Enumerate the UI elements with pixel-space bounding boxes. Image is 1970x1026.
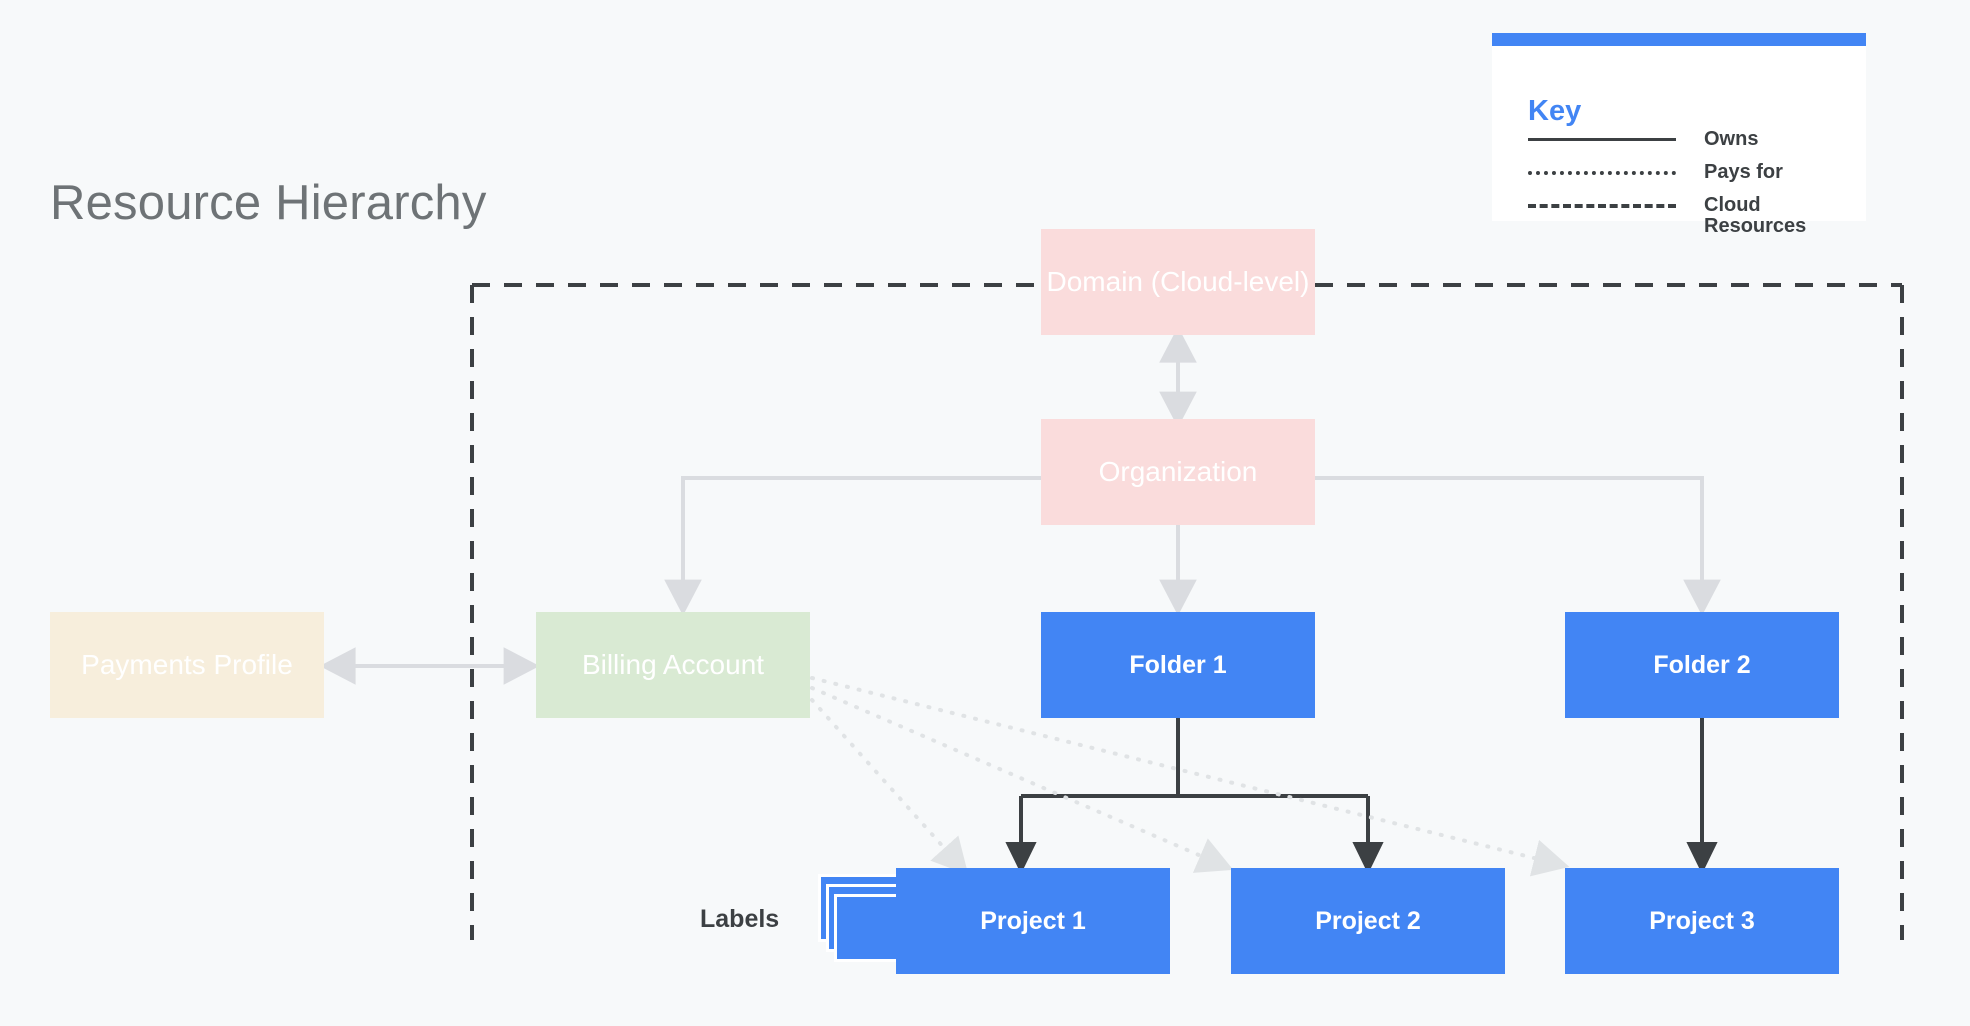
- key-row-owns: Owns: [1528, 129, 1858, 162]
- key-row-cloud-resources: Cloud Resources: [1528, 195, 1858, 237]
- key-rows: Owns Pays for Cloud Resources: [1528, 129, 1858, 237]
- node-organization-label: Organization: [1098, 455, 1258, 487]
- node-project-3[interactable]: Project 3: [1565, 868, 1839, 974]
- key-row-pays-for: Pays for: [1528, 162, 1858, 195]
- key-panel: Key Owns Pays for Cloud Resources: [1492, 33, 1866, 237]
- key-title: Key: [1528, 95, 1582, 127]
- edge-billing-account-project-1: [810, 698, 969, 875]
- edge-organization-folder-2: [1315, 476, 1721, 616]
- node-domain[interactable]: Domain (Cloud-level): [1041, 229, 1315, 335]
- node-project-3-label: Project 3: [1649, 906, 1755, 935]
- node-project-1[interactable]: Project 1: [896, 868, 1170, 974]
- node-organization[interactable]: Organization: [1041, 419, 1315, 525]
- dashed-line-icon: [1528, 195, 1676, 217]
- node-payments-profile-label: Payments Profile: [81, 648, 293, 680]
- key-label-pays-for: Pays for: [1704, 161, 1783, 183]
- edge-folder-1-projects: [1005, 718, 1384, 874]
- key-accent-bar: [1492, 33, 1866, 46]
- node-folder-1[interactable]: Folder 1: [1041, 612, 1315, 718]
- dotted-line-icon: [1528, 162, 1676, 184]
- solid-line-icon: [1528, 129, 1676, 151]
- node-project-2[interactable]: Project 2: [1231, 868, 1505, 974]
- node-billing-account-label: Billing Account: [581, 648, 765, 680]
- node-billing-account[interactable]: Billing Account: [536, 612, 810, 718]
- key-label-cloud-resources: Cloud Resources: [1704, 194, 1807, 237]
- node-folder-2[interactable]: Folder 2: [1565, 612, 1839, 718]
- node-payments-profile[interactable]: Payments Profile: [50, 612, 324, 718]
- node-folder-1-label: Folder 1: [1129, 650, 1227, 679]
- node-project-1-label: Project 1: [980, 906, 1086, 935]
- node-folder-2-label: Folder 2: [1653, 650, 1751, 679]
- page-title: Resource Hierarchy: [50, 176, 487, 230]
- node-domain-label: Domain (Cloud-level): [1046, 265, 1310, 297]
- node-project-2-label: Project 2: [1315, 906, 1421, 935]
- labels-group-label: Labels: [700, 905, 780, 933]
- edge-organization-billing-account: [664, 476, 1041, 616]
- key-label-owns: Owns: [1704, 128, 1759, 150]
